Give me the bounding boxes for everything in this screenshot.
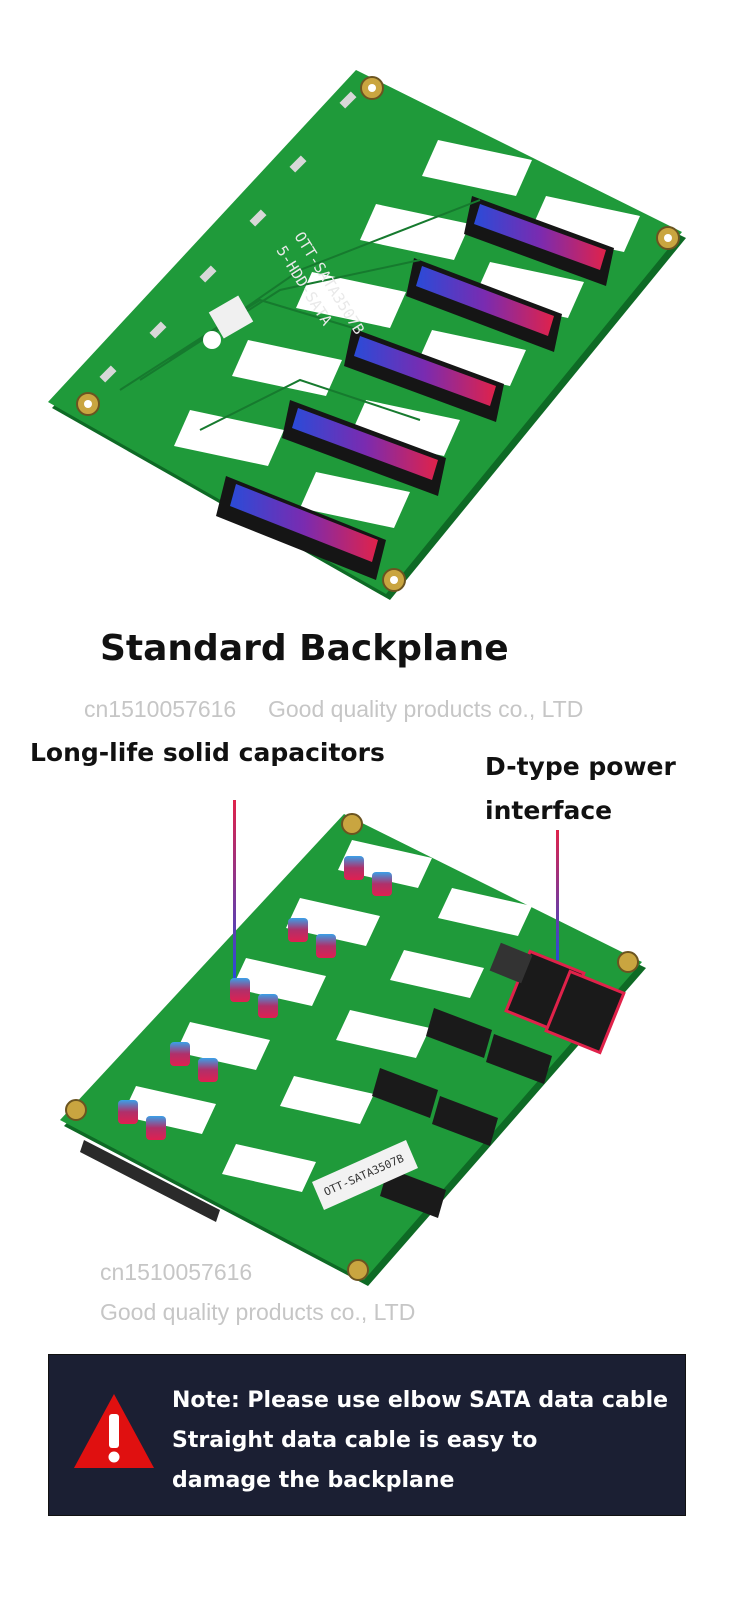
product-photos: OTT-SATA3507B 5-HDD-SATA	[48, 70, 686, 1286]
capacitor-callout-label: Long-life solid capacitors	[30, 738, 385, 767]
watermark-company: Good quality products co., LTD	[100, 1299, 416, 1325]
page-title: Standard Backplane	[100, 628, 509, 669]
power-callout-label-line2: interface	[485, 796, 613, 825]
sata-socket	[372, 1008, 552, 1218]
note-line: damage the backplane	[172, 1468, 455, 1493]
sata-connector	[282, 400, 446, 496]
watermark-company: Good quality products co., LTD	[268, 696, 584, 722]
power-callout-label: D-type power	[485, 752, 676, 781]
sata-connector	[464, 196, 614, 286]
bottom-backplane-board: OTT-SATA3507B	[60, 813, 646, 1286]
power-callout-line	[556, 830, 559, 960]
capacitor-callout-line	[233, 800, 236, 978]
watermark-id: cn1510057616	[100, 1259, 253, 1285]
solid-capacitor	[118, 856, 392, 1140]
sata-connector	[216, 476, 386, 580]
d-type-power-connector	[489, 942, 626, 1055]
sata-connector	[344, 328, 504, 422]
watermark-id: cn1510057616	[84, 696, 237, 722]
note-line: Straight data cable is easy to	[172, 1428, 538, 1453]
sata-connector	[406, 258, 562, 352]
note-box	[48, 1354, 686, 1516]
warning-triangle-icon	[74, 1394, 154, 1468]
note-line: Note: Please use elbow SATA data cable	[172, 1388, 669, 1413]
top-backplane-board: OTT-SATA3507B 5-HDD-SATA	[48, 70, 686, 600]
